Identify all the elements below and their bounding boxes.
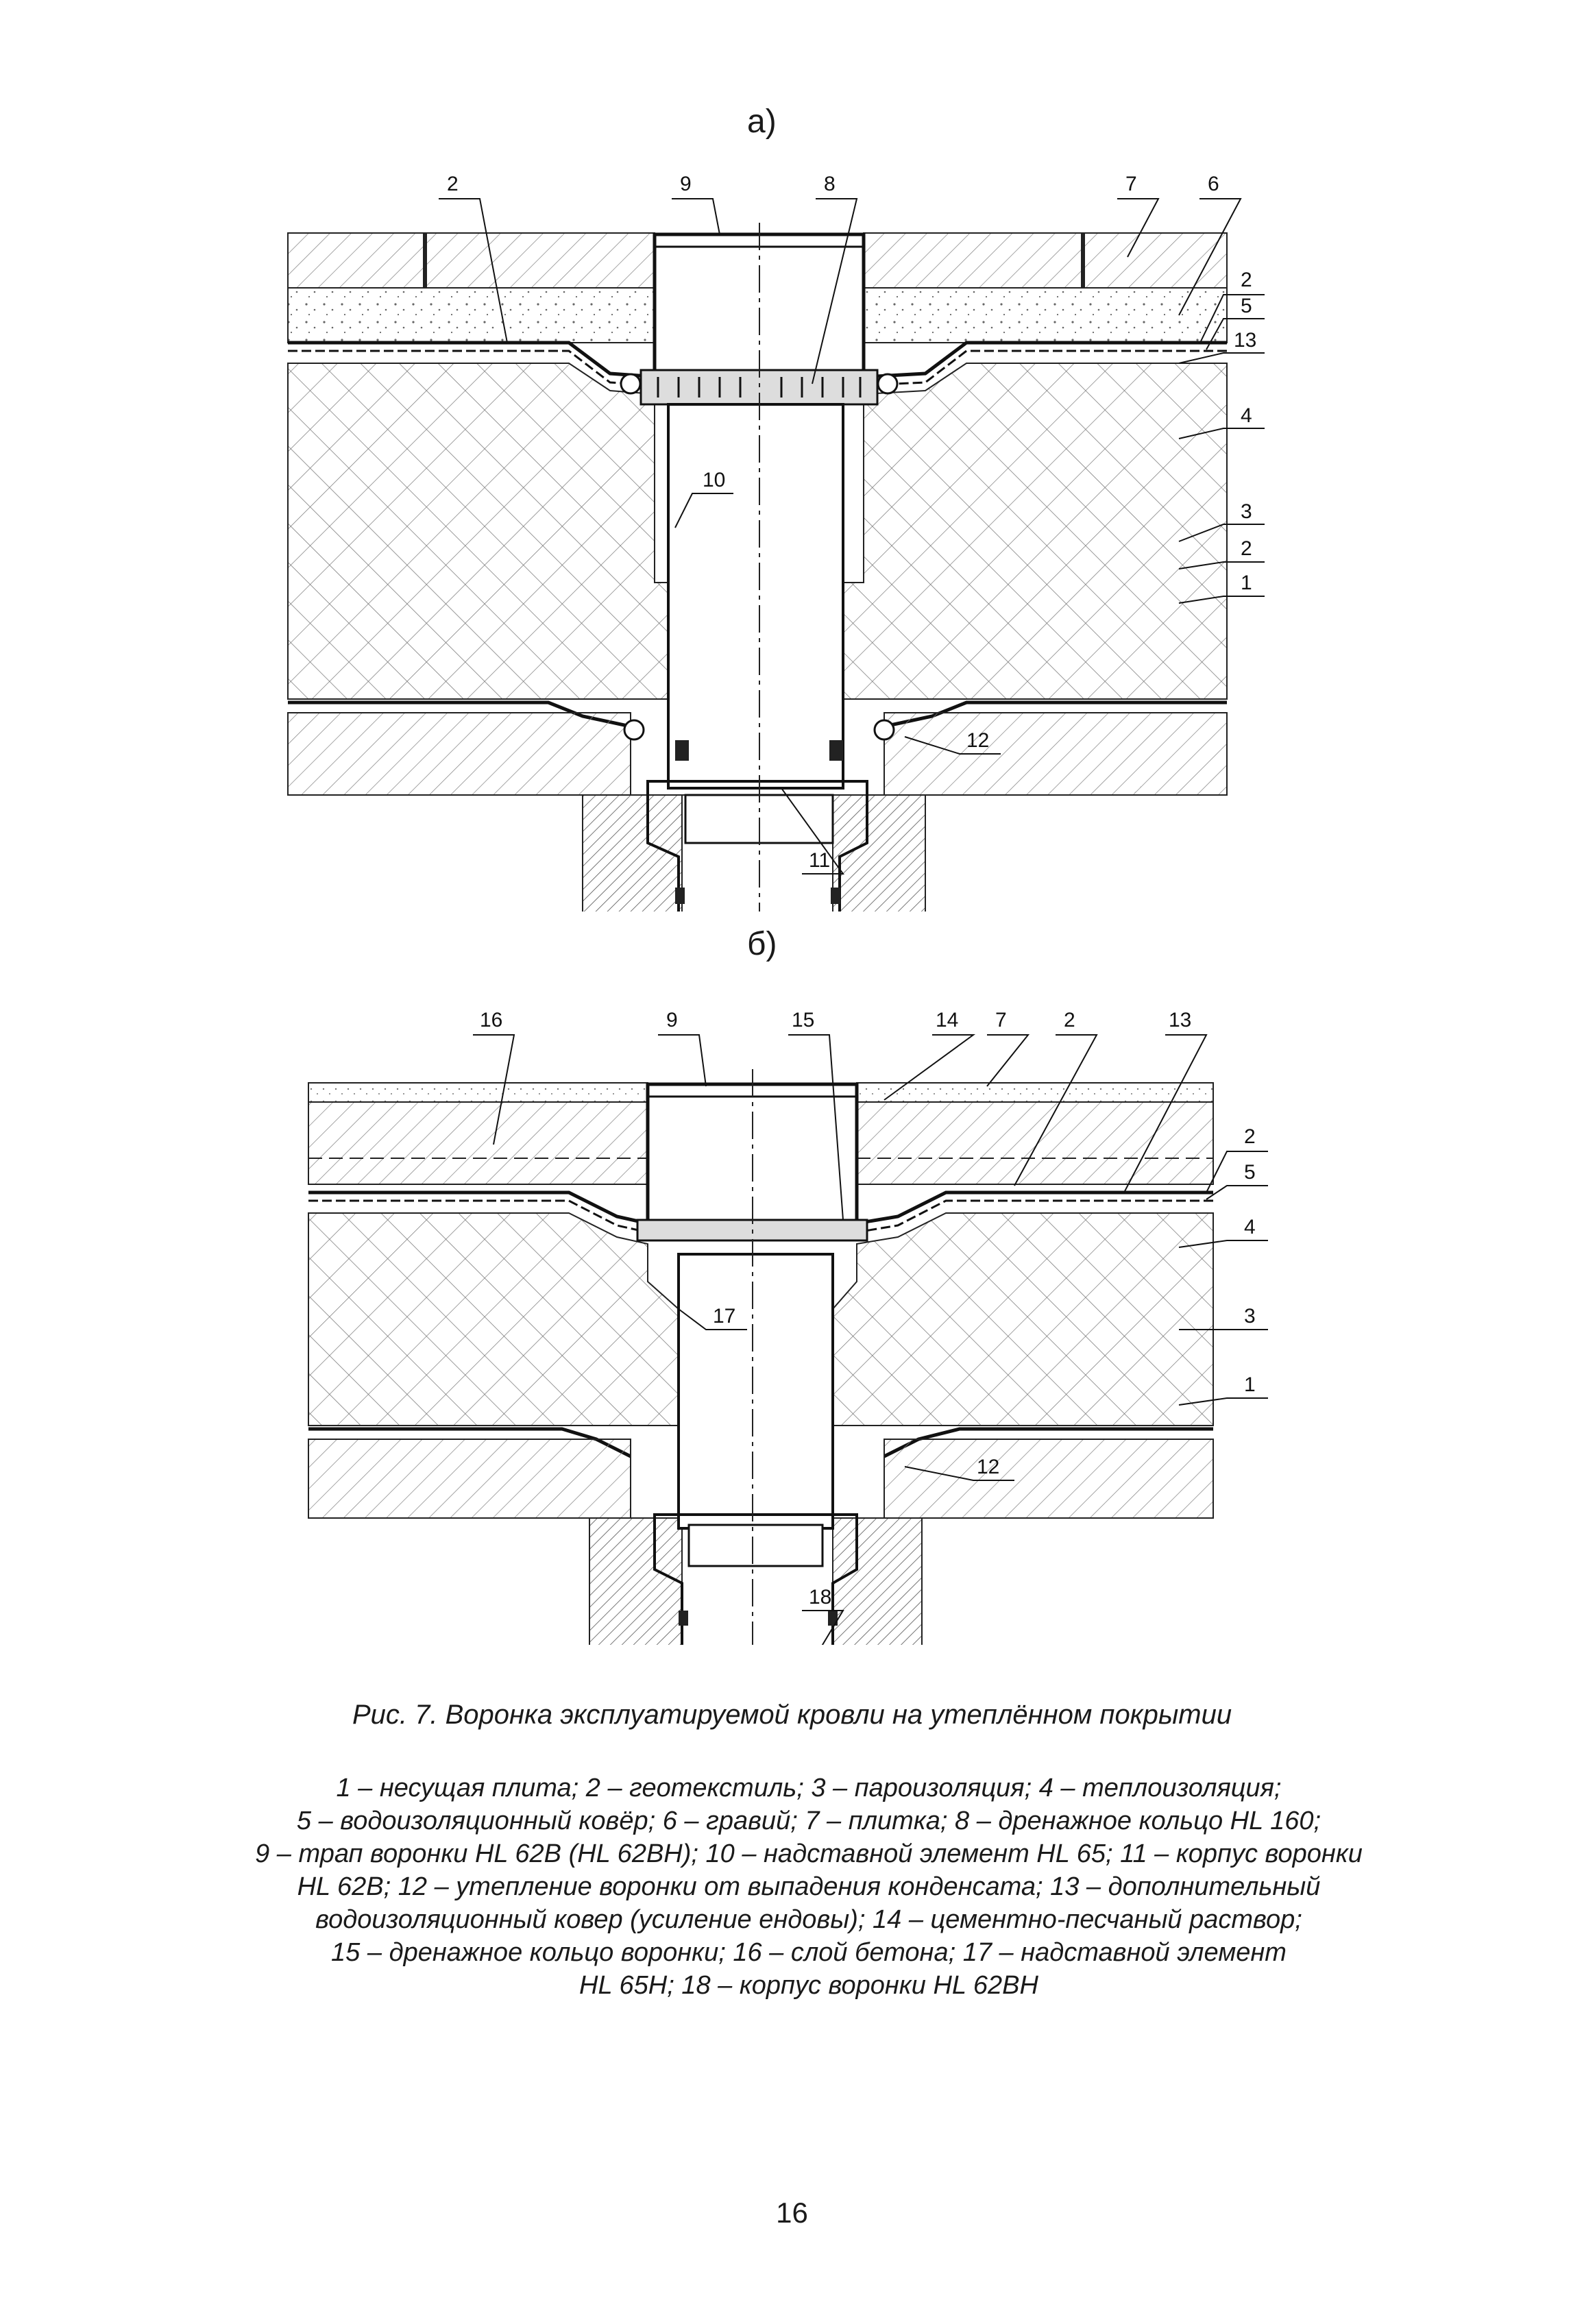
callout-7: 7 [1125, 173, 1137, 195]
figure-b-label: б) [747, 926, 777, 962]
callout-2-right: 2 [1244, 1125, 1256, 1148]
callout-13: 13 [1169, 1009, 1191, 1031]
extension-element [667, 403, 844, 790]
insulation-layer-right [832, 1212, 1214, 1426]
legend-line: 1 – несущая плита; 2 – геотекстиль; 3 – … [336, 1774, 1282, 1802]
callout-12: 12 [977, 1456, 999, 1478]
condensation-insulation-right [832, 1517, 923, 1645]
callout-9: 9 [666, 1009, 678, 1031]
gravel-layer-right [863, 287, 1228, 343]
callout-17: 17 [713, 1305, 735, 1328]
slab-left [287, 712, 631, 796]
callout-2-top: 2 [1064, 1009, 1075, 1031]
callout-13: 13 [1234, 329, 1256, 352]
legend-line: HL 62B; 12 – утепление воронки от выпаде… [297, 1872, 1321, 1901]
concrete-layer-left [308, 1101, 648, 1185]
callout-11: 11 [809, 849, 830, 872]
funnel-body [646, 780, 868, 912]
callout-15: 15 [792, 1009, 814, 1031]
callout-3: 3 [1241, 500, 1252, 523]
callout-4: 4 [1241, 404, 1252, 427]
callout-4: 4 [1244, 1216, 1256, 1238]
callout-2-low: 2 [1241, 537, 1252, 560]
slab-right [884, 712, 1228, 796]
callout-1: 1 [1244, 1373, 1256, 1396]
slab-left [308, 1439, 631, 1519]
condensation-insulation-left [582, 794, 683, 912]
slab-right [884, 1439, 1214, 1519]
callout-10: 10 [703, 469, 725, 491]
gravel-layer-left [287, 287, 655, 343]
callout-2-right: 2 [1241, 269, 1252, 291]
figure-caption: Рис. 7. Воронка эксплуатируемой кровли н… [352, 1700, 1232, 1730]
callout-7: 7 [995, 1009, 1007, 1031]
callout-18: 18 [809, 1586, 831, 1609]
callout-8: 8 [824, 173, 836, 195]
callout-16: 16 [480, 1009, 502, 1031]
figure-a-label: а) [747, 103, 777, 140]
callout-12: 12 [966, 729, 989, 752]
figure-b-drawing: 16 9 15 14 7 2 13 2 5 4 3 17 1 12 18 [308, 1009, 1268, 1645]
insulation-layer-right [842, 363, 1228, 700]
figure-a-drawing: 2 9 8 7 6 2 5 13 4 10 3 2 1 12 11 [287, 173, 1265, 912]
extension-element [677, 1253, 834, 1530]
callout-5: 5 [1244, 1161, 1256, 1184]
condensation-insulation-left [589, 1517, 683, 1645]
callout-9: 9 [680, 173, 692, 195]
tile-layer-right [856, 1082, 1214, 1103]
insulation-layer-left [308, 1212, 679, 1426]
legend: 1 – несущая плита; 2 – геотекстиль; 3 – … [226, 1772, 1391, 2002]
callout-2-top: 2 [447, 173, 459, 195]
tile-layer-right [863, 232, 1228, 289]
legend-line: 9 – трап воронки HL 62B (HL 62BH); 10 – … [255, 1839, 1363, 1868]
funnel-body [653, 1513, 858, 1645]
legend-line: водоизоляционный ковер (усиление ендовы)… [315, 1905, 1302, 1934]
legend-line: 15 – дренажное кольцо воронки; 16 – слой… [331, 1938, 1287, 1967]
tile-layer-left [308, 1082, 648, 1103]
insulation-layer-left [287, 363, 672, 700]
callout-1: 1 [1241, 572, 1252, 594]
callout-6: 6 [1208, 173, 1219, 195]
callout-14: 14 [936, 1009, 958, 1031]
tile-layer-left [287, 232, 655, 289]
callout-3: 3 [1244, 1305, 1256, 1328]
callout-5: 5 [1241, 295, 1252, 317]
concrete-layer-right [856, 1101, 1214, 1185]
legend-line: 5 – водоизоляционный ковёр; 6 – гравий; … [296, 1807, 1321, 1835]
page-number: 16 [776, 2197, 808, 2229]
legend-line: HL 65H; 18 – корпус воронки HL 62BH [579, 1971, 1038, 2000]
